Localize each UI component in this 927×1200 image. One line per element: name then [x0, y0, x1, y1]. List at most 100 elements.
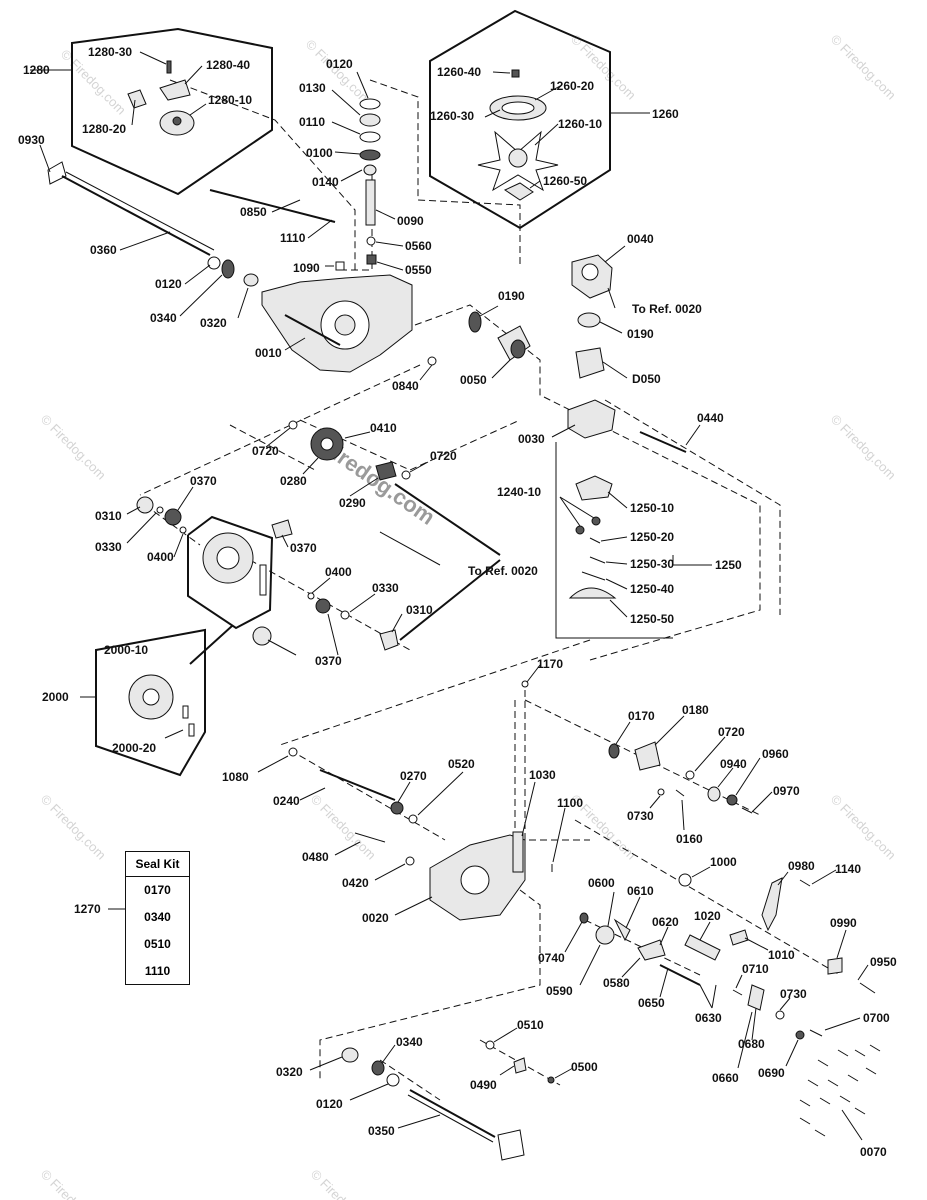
callout-0740: 0740 — [538, 951, 565, 965]
part-0680 — [747, 984, 765, 1011]
part-1280-30 — [166, 60, 172, 74]
callout-0720a: 0720 — [252, 444, 279, 458]
part-1000 — [678, 873, 692, 887]
callout-0580: 0580 — [603, 976, 630, 990]
watermark: © Firedog.com — [828, 792, 899, 863]
part-1030 — [512, 831, 524, 873]
part-0970 — [741, 807, 753, 814]
part-0520 — [408, 814, 418, 824]
callout-0310b: 0310 — [406, 603, 433, 617]
part-0310a — [136, 496, 154, 514]
part-0650 — [659, 964, 701, 986]
part-0140 — [363, 164, 377, 176]
callout-1090: 1090 — [293, 261, 320, 275]
part-0030 — [567, 399, 616, 439]
callout-0680: 0680 — [738, 1037, 765, 1051]
part-0160 — [675, 789, 685, 797]
callout-1030: 1030 — [529, 768, 556, 782]
part-D050 — [575, 347, 605, 379]
callout-1280-10: 1280-10 — [208, 93, 252, 107]
callout-1280: 1280 — [23, 63, 50, 77]
callout-0280: 0280 — [280, 474, 307, 488]
watermark: © Firedog.com — [38, 412, 109, 483]
part-0720a — [288, 420, 298, 430]
watermark: © Firedog.com — [38, 1167, 109, 1200]
callout-1260: 1260 — [652, 107, 679, 121]
callout-0720c: 0720 — [718, 725, 745, 739]
callout-0190b: 0190 — [627, 327, 654, 341]
part-0730b — [775, 1010, 785, 1020]
callout-1170: 1170 — [537, 657, 563, 671]
part-0620 — [637, 939, 666, 961]
callout-0730a: 0730 — [627, 809, 654, 823]
callout-0050: 0050 — [460, 373, 487, 387]
part-0420 — [405, 856, 415, 866]
callout-0340: 0340 — [150, 311, 177, 325]
group-outlines — [30, 9, 712, 910]
callout-1010: 1010 — [768, 948, 795, 962]
callout-0400a: 0400 — [147, 550, 174, 564]
watermark: © Firedog.com — [308, 1167, 379, 1200]
callout-0650: 0650 — [638, 996, 665, 1010]
part-1020 — [684, 934, 721, 961]
callouts: 1280 1280-30 1280-40 1280-10 1280-20 093… — [18, 45, 897, 1159]
part-0090-shaft — [365, 179, 376, 226]
part-1240-10b — [591, 516, 601, 526]
part-0550 — [366, 254, 377, 265]
part-0360-shaft — [61, 175, 211, 256]
part-0320-bushing — [243, 273, 259, 287]
part-0120-clip-b — [386, 1073, 400, 1087]
callout-0360: 0360 — [90, 243, 117, 257]
seal-kit-table: Seal Kit 0170 0340 0510 1110 — [125, 851, 190, 985]
callout-0120: 0120 — [155, 277, 182, 291]
callout-0290: 0290 — [339, 496, 366, 510]
part-0270 — [390, 801, 404, 815]
part-0370c — [252, 626, 272, 646]
callout-0370b: 0370 — [290, 541, 317, 555]
part-0960 — [726, 794, 738, 806]
callout-0120c: 0120 — [316, 1097, 343, 1111]
callout-0330a: 0330 — [95, 540, 122, 554]
callout-0720b: 0720 — [430, 449, 457, 463]
seal-kit-item: 0510 — [144, 937, 171, 951]
callout-0940: 0940 — [720, 757, 747, 771]
callout-0730b: 0730 — [780, 987, 807, 1001]
part-0170 — [608, 743, 620, 759]
part-1260-50 — [503, 182, 534, 201]
callout-0440: 0440 — [697, 411, 724, 425]
part-1260-40 — [511, 69, 520, 78]
callout-0560: 0560 — [405, 239, 432, 253]
callout-1260-10: 1260-10 — [558, 117, 602, 131]
part-0130 — [359, 113, 381, 127]
seal-kit-item: 1110 — [144, 964, 171, 978]
callout-0370a: 0370 — [190, 474, 217, 488]
callout-2000-10: 2000-10 — [104, 643, 148, 657]
callout-1280-40: 1280-40 — [206, 58, 250, 72]
callout-0160: 0160 — [676, 832, 703, 846]
callout-0130: 0130 — [299, 81, 326, 95]
callout-0600: 0600 — [588, 876, 615, 890]
callout-1250-10: 1250-10 — [630, 501, 674, 515]
callout-1100: 1100 — [557, 796, 583, 810]
part-0350-shaft — [409, 1089, 496, 1138]
part-0070-bolts — [799, 1044, 881, 1137]
part-0370b — [271, 519, 293, 539]
callout-0960: 0960 — [762, 747, 789, 761]
callout-ref-0020-b: To Ref. 0020 — [468, 564, 538, 578]
callout-0420: 0420 — [342, 876, 369, 890]
callout-0270: 0270 — [400, 769, 427, 783]
callout-1110: 1110 — [280, 231, 306, 245]
callout-0840: 0840 — [392, 379, 419, 393]
callout-0510: 0510 — [517, 1018, 544, 1032]
callout-0520: 0520 — [448, 757, 475, 771]
callout-0110: 0110 — [299, 115, 325, 129]
part-0560 — [366, 236, 376, 246]
callout-0500: 0500 — [571, 1060, 598, 1074]
part-0730a — [657, 788, 665, 796]
part-1250-20 — [589, 537, 601, 544]
part-0320-bushing-b — [341, 1047, 359, 1063]
callout-0610: 0610 — [627, 884, 654, 898]
part-0480 — [354, 832, 386, 843]
part-0950 — [859, 982, 876, 994]
